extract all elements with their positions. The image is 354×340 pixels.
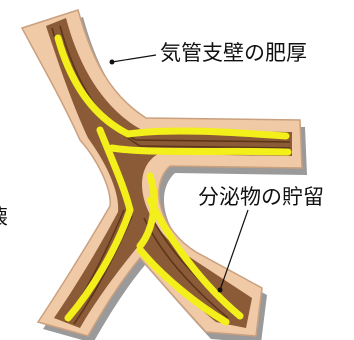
leader-dot-wall-thickening <box>110 60 115 65</box>
leader-line-wall-thickening <box>112 55 156 62</box>
leader-dot-secretion-retention <box>218 288 223 293</box>
label-secretion-retention: 分泌物の貯留 <box>198 187 324 208</box>
label-wall-thickening: 気管支壁の肥厚 <box>160 43 307 64</box>
label-destruction-fragment: 壊 <box>0 207 8 228</box>
